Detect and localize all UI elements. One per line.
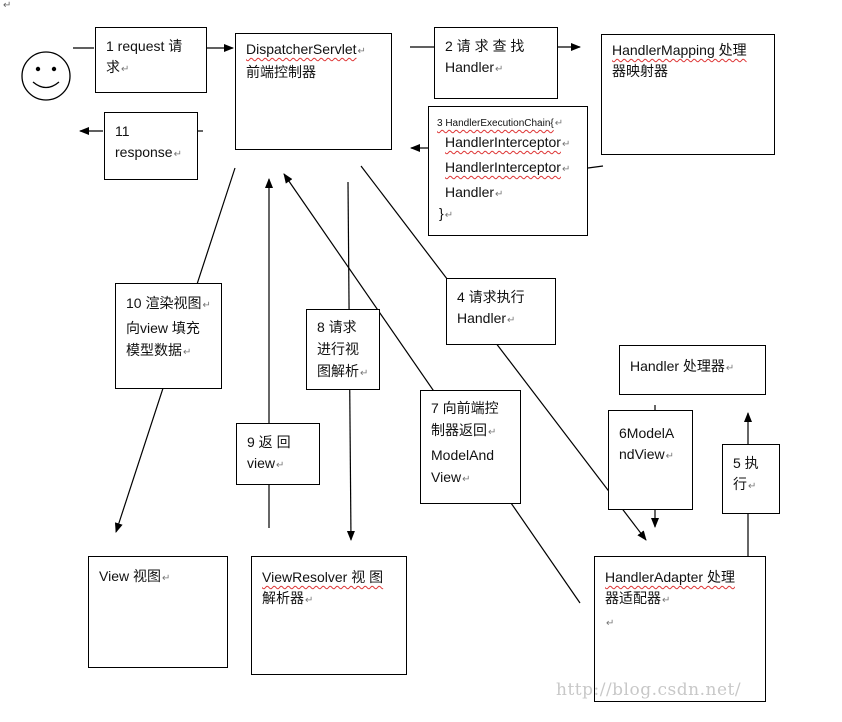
- dispatcher-title: DispatcherServlet: [246, 41, 357, 57]
- step-6-label: 6ModelA ndView↵: [608, 410, 693, 510]
- handler-mapping-subtitle: 器映射器: [612, 63, 668, 79]
- chain-close: }: [439, 205, 444, 221]
- arrow-return-model-and-view: [283, 173, 581, 604]
- view-title: View 视图: [99, 568, 161, 584]
- step-2-line-2: Handler: [445, 59, 495, 75]
- step-4-label: 4 请求执行 Handler↵: [446, 278, 556, 345]
- handler-adapter-box: HandlerAdapter 处理 器适配器↵ ↵: [594, 556, 766, 702]
- step-8-line-3: 图解析: [317, 363, 359, 379]
- chain-title: 3 HandlerExecutionChain{: [437, 118, 554, 129]
- step-10-line-1: 10 渲染视图: [126, 295, 202, 311]
- step-9-label: 9 返 回 view↵: [236, 423, 320, 485]
- step-11-line-1: 11: [115, 123, 130, 139]
- dispatcher-subtitle: 前端控制器: [246, 64, 316, 80]
- view-box: View 视图↵: [88, 556, 228, 668]
- step-2-line-1: 2 请 求 查 找: [445, 38, 525, 54]
- paragraph-mark: ↵: [3, 0, 12, 11]
- step-7-line-4: View: [431, 469, 462, 485]
- handler-title: Handler 处理器: [630, 358, 725, 374]
- step-9-line-2: view: [247, 455, 276, 471]
- chain-interceptor-2: HandlerInterceptor: [445, 159, 561, 175]
- step-7-line-2: 制器返回: [431, 422, 487, 438]
- step-6-line-2: ndView: [619, 446, 665, 462]
- step-7-line-3: ModelAnd: [431, 447, 495, 463]
- view-resolver-box: ViewResolver 视 图 解析器↵: [251, 556, 407, 675]
- step-1-line-2: 求: [106, 59, 120, 75]
- watermark: http://blog.csdn.net/: [556, 680, 742, 700]
- step-10-label: 10 渲染视图↵ 向view 填充 模型数据↵: [115, 283, 222, 389]
- step-2-label: 2 请 求 查 找 Handler↵: [434, 27, 558, 99]
- step-7-label: 7 向前端控 制器返回↵ ModelAnd View↵: [420, 390, 521, 504]
- step-8-line-1: 8 请求: [317, 319, 357, 335]
- user-smiley-icon: [21, 51, 71, 101]
- step-10-line-2: 向view 填充: [126, 320, 200, 336]
- step-9-line-1: 9 返 回: [247, 434, 291, 450]
- step-4-line-2: Handler: [457, 310, 507, 326]
- step-1-label: 1 request 请 求↵: [95, 27, 207, 93]
- step-5-line-2: 行: [733, 476, 747, 492]
- step-6-line-1: 6ModelA: [619, 425, 675, 441]
- step-8-line-2: 进行视: [317, 341, 359, 357]
- step-4-line-1: 4 请求执行: [457, 289, 525, 305]
- handler-mapping-title: HandlerMapping 处理: [612, 42, 747, 58]
- step-10-line-3: 模型数据: [126, 342, 182, 358]
- chain-interceptor-1: HandlerInterceptor: [445, 134, 561, 150]
- handler-adapter-title: HandlerAdapter 处理: [605, 569, 735, 585]
- arrow-return-chain-tail: [587, 165, 604, 169]
- step-5-label: 5 执 行↵: [722, 444, 780, 514]
- arrow-execute-handler: [360, 165, 647, 541]
- handler-mapping-box: HandlerMapping 处理 器映射器: [601, 34, 775, 155]
- view-resolver-subtitle: 解析器: [262, 590, 304, 606]
- handler-box: Handler 处理器↵: [619, 345, 766, 395]
- handler-adapter-subtitle: 器适配器: [605, 590, 661, 606]
- chain-handler: Handler: [445, 184, 495, 200]
- step-1-line-1: 1 request 请: [106, 38, 183, 54]
- step-11-line-2: response: [115, 144, 173, 160]
- step-5-line-1: 5 执: [733, 455, 759, 471]
- dispatcher-servlet-box: DispatcherServlet↵ 前端控制器: [235, 33, 392, 150]
- step-7-line-1: 7 向前端控: [431, 400, 499, 416]
- step-11-label: 11 response↵: [104, 112, 198, 180]
- handler-execution-chain-box: 3 HandlerExecutionChain{↵ HandlerInterce…: [428, 106, 588, 236]
- view-resolver-title: ViewResolver 视 图: [262, 569, 384, 585]
- step-8-label: 8 请求 进行视 图解析↵: [306, 309, 380, 390]
